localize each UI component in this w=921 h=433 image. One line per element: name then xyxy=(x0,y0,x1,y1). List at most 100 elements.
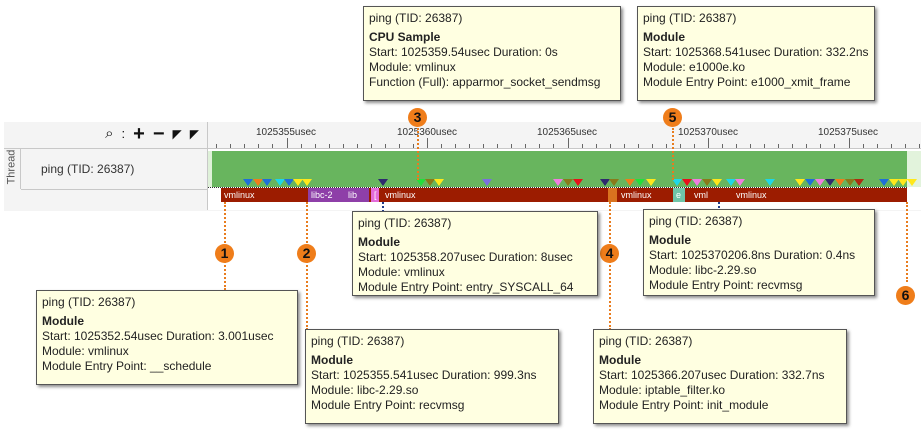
ruler-tick xyxy=(314,144,316,148)
cpu-sample-marker[interactable] xyxy=(854,179,864,186)
module-segment[interactable]: vmlinux xyxy=(618,188,674,202)
cpu-sample-marker[interactable] xyxy=(898,179,908,186)
tip-start: Start: 1025352.54usec Duration: 3.001use… xyxy=(42,329,274,343)
cpu-sample-marker[interactable] xyxy=(795,179,805,186)
tip-kind: Module xyxy=(42,314,84,328)
cpu-sample-marker[interactable] xyxy=(416,179,426,186)
cpu-sample-marker[interactable] xyxy=(563,179,573,186)
ruler-tick xyxy=(497,144,499,148)
cpu-sample-marker[interactable] xyxy=(879,179,889,186)
ruler-tick xyxy=(876,144,878,148)
module-segment[interactable]: vmlinux xyxy=(382,188,452,202)
cpu-sample-marker[interactable] xyxy=(609,179,619,186)
ruler-tick xyxy=(455,144,457,148)
tooltip-callout-1: ping (TID: 26387) Module Start: 1025352.… xyxy=(36,290,298,385)
cpu-sample-marker[interactable] xyxy=(702,179,712,186)
cpu-sample-marker[interactable] xyxy=(815,179,825,186)
ruler-tick xyxy=(651,144,653,148)
ruler-tick xyxy=(722,144,724,148)
ruler-tick xyxy=(427,138,428,148)
cpu-sample-marker[interactable] xyxy=(712,179,722,186)
cpu-sample-marker[interactable] xyxy=(243,179,253,186)
cpu-sample-marker[interactable] xyxy=(262,179,272,186)
ruler-tick xyxy=(384,144,386,148)
ruler-tick xyxy=(230,144,232,148)
cpu-sample-marker[interactable] xyxy=(805,179,815,186)
module-segment[interactable]: lib xyxy=(345,188,369,202)
search-icon[interactable]: ⌕ xyxy=(105,125,114,142)
cpu-sample-marker[interactable] xyxy=(482,179,492,186)
zoom-back-icon[interactable]: ◤ xyxy=(172,127,182,141)
cpu-sample-marker[interactable] xyxy=(635,179,645,186)
module-segment[interactable] xyxy=(608,188,617,202)
tip-entry: Module Entry Point: recvmsg xyxy=(311,398,465,412)
module-segment[interactable]: vml xyxy=(691,188,726,202)
cpu-sample-marker[interactable] xyxy=(625,179,635,186)
ruler-tick xyxy=(848,138,850,148)
module-segment[interactable]: vmlinux xyxy=(733,188,793,202)
zoom-out-icon[interactable]: − xyxy=(152,123,165,145)
zoom-in-icon[interactable]: + xyxy=(133,123,145,145)
ruler-tick-label: 1025355usec xyxy=(255,127,317,138)
callout-badge-3: 3 xyxy=(408,108,427,127)
cpu-sample-marker[interactable] xyxy=(434,179,444,186)
cpu-sample-marker[interactable] xyxy=(553,179,563,186)
cpu-sample-marker[interactable] xyxy=(293,179,303,186)
tip-module: Module: iptable_filter.ko xyxy=(599,383,726,397)
ruler-tick xyxy=(328,144,330,148)
cpu-sample-marker[interactable] xyxy=(672,179,682,186)
zoom-reset-icon[interactable]: ◤ xyxy=(189,127,199,141)
cpu-sample-marker[interactable] xyxy=(425,179,435,186)
cpu-sample-marker[interactable] xyxy=(302,179,312,186)
colon-separator: : xyxy=(121,126,126,141)
ruler-tick xyxy=(216,144,218,148)
activity-end xyxy=(907,151,921,187)
hover-tip-1-line xyxy=(382,202,384,212)
tip-module: Module: libc-2.29.so xyxy=(649,263,757,277)
cpu-sample-marker[interactable] xyxy=(735,179,745,186)
tip-kind: Module xyxy=(649,233,691,247)
ruler-tick xyxy=(806,144,808,148)
cpu-sample-marker[interactable] xyxy=(726,179,736,186)
cpu-sample-marker[interactable] xyxy=(646,179,656,186)
tip-title: ping (TID: 26387) xyxy=(369,11,463,25)
cpu-sample-marker[interactable] xyxy=(600,179,610,186)
cpu-sample-marker[interactable] xyxy=(835,179,845,186)
tip-kind: Module xyxy=(599,353,641,367)
cpu-sample-marker[interactable] xyxy=(825,179,835,186)
callout-badge-6: 6 xyxy=(896,286,915,305)
module-segment[interactable]: e xyxy=(673,188,685,202)
tip-kind: Module xyxy=(311,353,353,367)
cpu-sample-marker[interactable] xyxy=(889,179,899,186)
cpu-sample-marker[interactable] xyxy=(907,179,917,186)
tip-start: Start: 1025368.541usec Duration: 332.2ns xyxy=(643,45,869,59)
ruler-tick xyxy=(553,144,555,148)
module-segment[interactable]: [ xyxy=(371,188,379,202)
cpu-sample-marker[interactable] xyxy=(253,179,263,186)
cpu-sample-marker[interactable] xyxy=(284,179,294,186)
cpu-sample-marker[interactable] xyxy=(275,179,285,186)
tooltip-callout-4: ping (TID: 26387) Module Start: 1025366.… xyxy=(593,329,847,424)
module-segment[interactable]: vmlinux xyxy=(221,188,305,202)
callout-badge-2: 2 xyxy=(297,244,316,263)
module-segment[interactable]: libc-2 xyxy=(308,188,348,202)
ruler-tick xyxy=(637,144,639,148)
ruler-tick xyxy=(370,144,372,148)
tip-kind: CPU Sample xyxy=(369,30,441,44)
thread-row-label[interactable]: ping (TID: 26387) xyxy=(21,149,208,190)
ruler-tick xyxy=(595,144,597,148)
tip-start: Start: 1025355.541usec Duration: 999.3ns xyxy=(311,368,537,382)
cpu-sample-marker[interactable] xyxy=(692,179,702,186)
cpu-sample-marker[interactable] xyxy=(765,179,775,186)
cpu-sample-marker[interactable] xyxy=(845,179,855,186)
cpu-sample-marker[interactable] xyxy=(378,179,388,186)
callout-2-line xyxy=(306,202,308,330)
ruler-tick xyxy=(412,144,414,148)
cpu-sample-marker[interactable] xyxy=(682,179,692,186)
cpu-sample-marker[interactable] xyxy=(573,179,583,186)
ruler-tick xyxy=(834,144,836,148)
tooltip-hover-1: ping (TID: 26387) Module Start: 1025358.… xyxy=(352,211,598,296)
